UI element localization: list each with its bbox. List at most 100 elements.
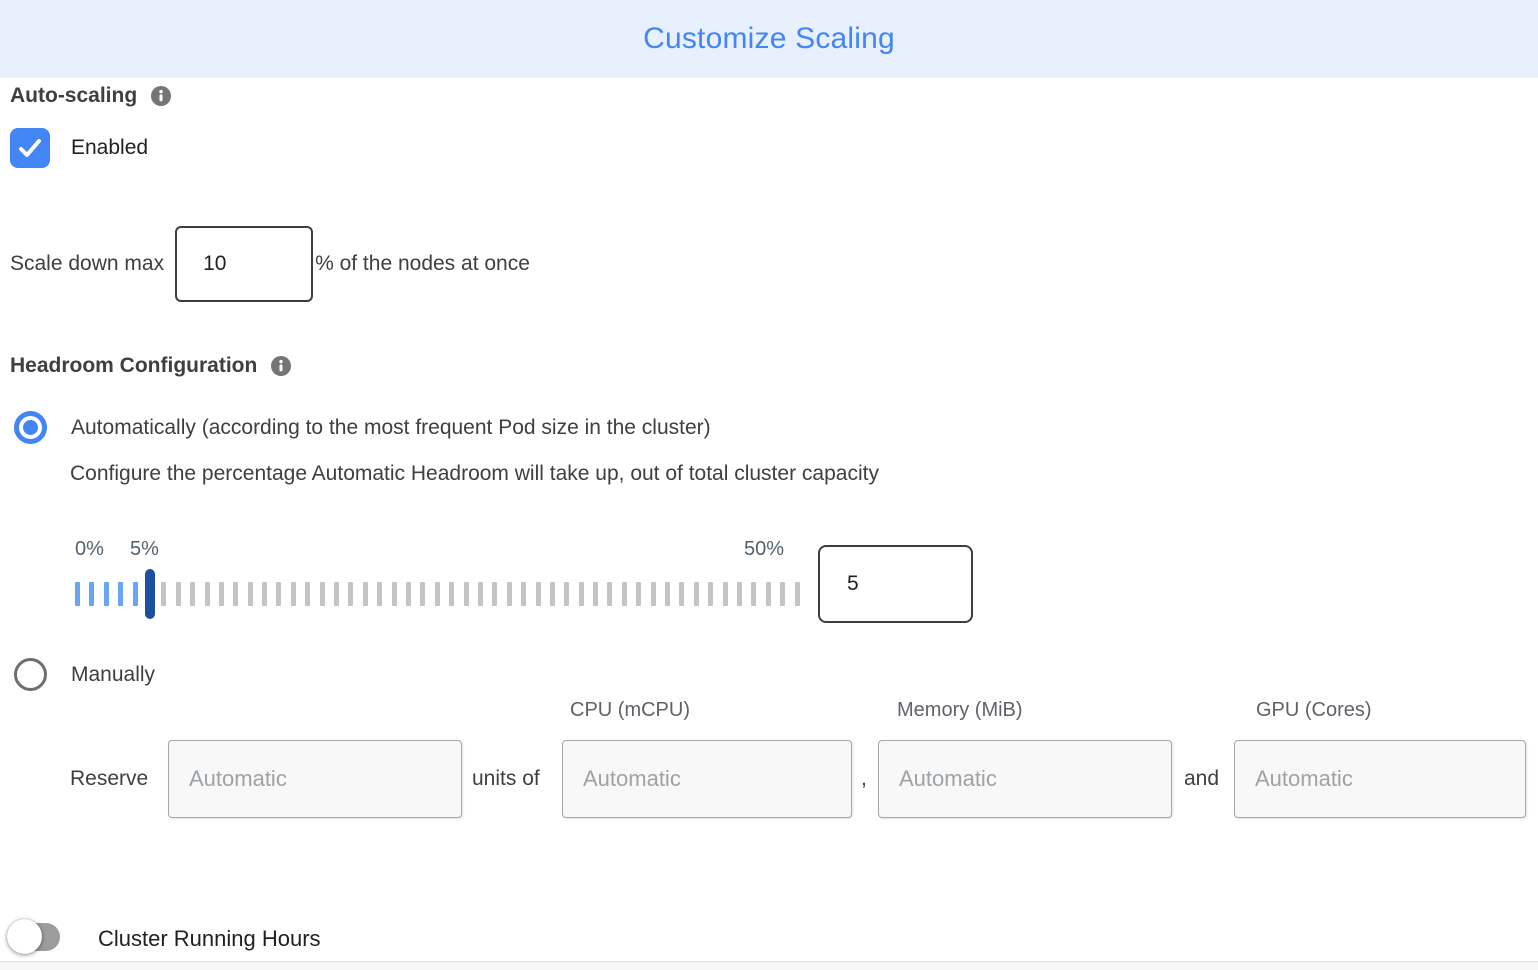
headroom-auto-option-label: Automatically (according to the most fre… [71,415,711,439]
slider-tick[interactable] [89,582,95,606]
slider-tick[interactable] [118,582,124,606]
slider-tick[interactable] [319,582,325,606]
headroom-percentage-input[interactable] [820,547,971,621]
slider-tick[interactable] [780,582,786,606]
auto-scaling-checkbox[interactable] [10,128,50,168]
slider-tick[interactable] [405,582,411,606]
reserve-cpu-input[interactable] [563,741,851,817]
auto-scaling-enabled-row: Enabled [10,128,148,168]
slider-tick[interactable] [362,582,368,606]
headroom-manual-option-label: Manually [71,662,156,686]
footer-strip [0,962,1538,970]
slider-tick[interactable] [521,582,527,606]
slider-tick[interactable] [477,582,483,606]
slider-tick[interactable] [693,582,699,606]
panel-header: Customize Scaling [0,0,1538,78]
slider-tick[interactable] [305,582,311,606]
headroom-auto-row: Automatically (according to the most fre… [14,411,711,444]
slider-tick[interactable] [506,582,512,606]
auto-scaling-section-header: Auto-scaling [10,84,172,108]
slider-tick[interactable] [233,582,239,606]
reserve-label: Reserve [70,767,149,790]
reserve-memory-input[interactable] [879,741,1171,817]
auto-scaling-enabled-label: Enabled [71,136,149,159]
column-header-gpu: GPU (Cores) [1256,699,1372,721]
page-title: Customize Scaling [643,22,895,55]
and-label: and [1184,767,1220,790]
slider-current-label: 5% [130,538,159,560]
slider-tick[interactable] [564,582,570,606]
slider-tick[interactable] [708,582,714,606]
reserve-cpu-box [562,740,852,818]
slider-tick[interactable] [262,582,268,606]
toggle-knob-icon [7,919,42,954]
headroom-slider [75,569,800,619]
slider-tick[interactable] [636,582,642,606]
slider-tick[interactable] [190,582,196,606]
scale-down-input[interactable] [177,228,312,300]
headroom-radio-auto[interactable] [14,411,47,444]
slider-max-label: 50% [744,538,785,560]
slider-tick[interactable] [679,582,685,606]
slider-tick[interactable] [161,582,167,606]
slider-tick[interactable] [377,582,383,606]
reserve-units-input[interactable] [169,741,461,817]
slider-tick[interactable] [247,582,253,606]
headroom-slider-handle[interactable] [144,569,155,619]
slider-tick[interactable] [607,582,613,606]
headroom-slider-ticks[interactable] [75,582,800,606]
scale-down-input-box [175,226,314,302]
slider-tick[interactable] [103,582,109,606]
slider-min-label: 0% [75,538,104,560]
slider-tick[interactable] [218,582,224,606]
reserve-gpu-box [1234,740,1526,818]
slider-tick[interactable] [132,582,138,606]
slider-tick[interactable] [492,582,498,606]
slider-tick[interactable] [621,582,627,606]
reserve-units-box [168,740,462,818]
info-icon[interactable] [151,86,172,106]
scale-down-suffix: % of the nodes at once [315,252,530,275]
bottom-divider [0,961,1538,962]
slider-tick[interactable] [334,582,340,606]
reserve-gpu-input[interactable] [1235,741,1525,817]
slider-tick[interactable] [549,582,555,606]
headroom-auto-description: Configure the percentage Automatic Headr… [70,462,879,485]
slider-tick[interactable] [794,582,800,606]
slider-tick[interactable] [420,582,426,606]
slider-tick[interactable] [650,582,656,606]
slider-tick[interactable] [751,582,757,606]
headroom-radio-manual[interactable] [14,658,47,691]
slider-tick[interactable] [463,582,469,606]
slider-tick[interactable] [175,582,181,606]
headroom-label: Headroom Configuration [10,354,258,377]
slider-tick[interactable] [75,582,80,606]
slider-tick[interactable] [290,582,296,606]
slider-tick[interactable] [722,582,728,606]
slider-tick[interactable] [449,582,455,606]
slider-tick[interactable] [593,582,599,606]
slider-tick[interactable] [348,582,354,606]
slider-tick[interactable] [665,582,671,606]
checkmark-icon [19,139,41,157]
slider-tick[interactable] [736,582,742,606]
headroom-section-header: Headroom Configuration [10,354,292,378]
slider-tick[interactable] [765,582,771,606]
slider-tick[interactable] [578,582,584,606]
column-header-cpu: CPU (mCPU) [570,699,690,721]
scale-down-row: Scale down max % of the nodes at once [10,226,530,302]
headroom-manual-row: Manually [14,658,155,691]
headroom-percentage-box [818,545,973,623]
slider-tick[interactable] [204,582,210,606]
scale-down-prefix: Scale down max [10,252,165,275]
slider-tick[interactable] [276,582,282,606]
column-header-memory: Memory (MiB) [897,699,1023,721]
slider-tick[interactable] [391,582,397,606]
cluster-running-hours-label: Cluster Running Hours [98,926,321,951]
slider-tick[interactable] [535,582,541,606]
cluster-running-hours-toggle[interactable] [7,919,60,954]
slider-tick[interactable] [434,582,440,606]
info-icon[interactable] [271,356,292,376]
comma-separator: , [861,767,867,790]
